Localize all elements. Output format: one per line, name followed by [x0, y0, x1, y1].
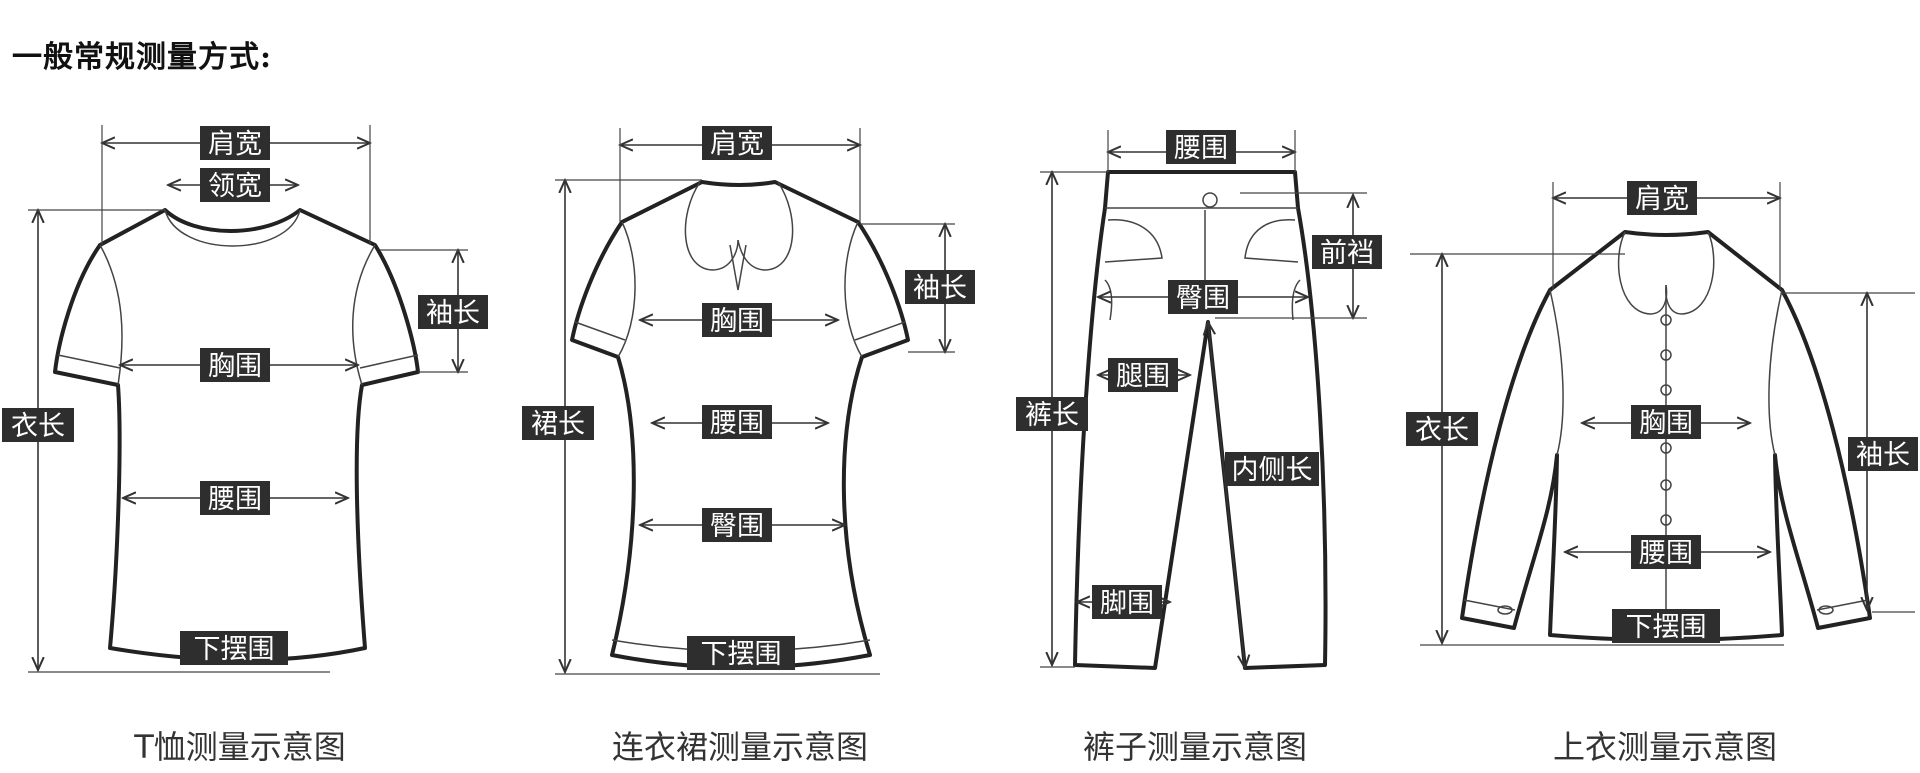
pants-caption: 裤子测量示意图 [1082, 728, 1307, 766]
svg-text:袖长: 袖长 [913, 273, 967, 304]
pants-label-inseam: 内侧长 [1225, 452, 1319, 486]
svg-text:下摆围: 下摆围 [1626, 612, 1707, 643]
shirt-label-sleeve: 袖长 [1848, 437, 1918, 471]
svg-text:肩宽: 肩宽 [710, 129, 764, 160]
svg-text:腰围: 腰围 [1639, 538, 1693, 569]
shirt-diagram: 肩宽 衣长 胸围 袖长 腰围 下摆围 [1406, 181, 1918, 646]
svg-text:袖长: 袖长 [1856, 440, 1910, 471]
shirt-collar-right [1665, 231, 1715, 315]
pants-button [1202, 192, 1218, 208]
tshirt-label-neck: 领宽 [200, 168, 270, 202]
svg-text:裙长: 裙长 [531, 409, 585, 440]
dress-label-sleeve: 袖长 [905, 270, 975, 304]
tshirt-label-shoulder: 肩宽 [200, 126, 270, 160]
dress-label-hem: 下摆围 [687, 636, 795, 670]
svg-text:腰围: 腰围 [710, 408, 764, 439]
tshirt-caption: T恤测量示意图 [134, 728, 346, 766]
tshirt-label-hem: 下摆围 [180, 631, 288, 665]
svg-text:前裆: 前裆 [1320, 238, 1374, 269]
tshirt-outline [53, 208, 420, 662]
svg-text:胸围: 胸围 [710, 306, 764, 337]
pants-label-rise: 前裆 [1312, 235, 1382, 269]
shirt-label-shoulder: 肩宽 [1627, 181, 1697, 215]
svg-text:肩宽: 肩宽 [208, 129, 262, 160]
dress-label-shoulder: 肩宽 [702, 126, 772, 160]
tshirt-diagram: 肩宽 领宽 袖长 衣长 胸围 腰围 下摆围 [2, 125, 488, 673]
svg-text:衣长: 衣长 [11, 411, 65, 442]
tshirt-label-chest: 胸围 [200, 348, 270, 382]
dress-label-chest: 胸围 [702, 303, 772, 337]
svg-text:衣长: 衣长 [1415, 415, 1469, 446]
shirt-label-waist: 腰围 [1631, 535, 1701, 569]
pants-label-length: 裤长 [1016, 397, 1088, 431]
pants-label-hip: 臀围 [1168, 280, 1238, 314]
svg-text:腿围: 腿围 [1116, 361, 1170, 392]
shirt-label-length: 衣长 [1406, 412, 1478, 446]
svg-text:臀围: 臀围 [710, 511, 764, 542]
shirt-label-hem: 下摆围 [1612, 609, 1720, 643]
shirt-label-chest: 胸围 [1631, 405, 1701, 439]
page-title: 一般常规测量方式: [12, 40, 273, 75]
dress-label-hip: 臀围 [702, 508, 772, 542]
svg-text:下摆围: 下摆围 [701, 639, 782, 670]
shirt-caption: 上衣测量示意图 [1552, 728, 1777, 766]
svg-text:腰围: 腰围 [1174, 133, 1228, 164]
tshirt-label-sleeve: 袖长 [418, 295, 488, 329]
dress-caption: 连衣裙测量示意图 [611, 728, 868, 766]
dress-diagram: 肩宽 袖长 裙长 胸围 腰围 臀围 下摆围 [522, 126, 975, 675]
tshirt-label-length: 衣长 [2, 408, 74, 442]
svg-text:臀围: 臀围 [1176, 283, 1230, 314]
svg-text:裤长: 裤长 [1025, 400, 1079, 431]
dress-collar-right [737, 181, 794, 271]
svg-text:下摆围: 下摆围 [194, 634, 275, 665]
dress-collar-left [684, 181, 739, 271]
pants-label-waist: 腰围 [1166, 130, 1236, 164]
dress-label-waist: 腰围 [702, 405, 772, 439]
svg-text:腰围: 腰围 [208, 484, 262, 515]
dress-label-length: 裙长 [522, 406, 594, 440]
svg-text:肩宽: 肩宽 [1635, 184, 1689, 215]
tshirt-label-waist: 腰围 [200, 481, 270, 515]
pants-label-leg-opening: 脚围 [1092, 585, 1162, 619]
svg-text:袖长: 袖长 [426, 298, 480, 329]
svg-text:内侧长: 内侧长 [1232, 455, 1313, 486]
pants-label-thigh: 腿围 [1108, 358, 1178, 392]
svg-text:领宽: 领宽 [208, 171, 262, 202]
svg-text:脚围: 脚围 [1100, 588, 1154, 619]
svg-text:胸围: 胸围 [1639, 408, 1693, 439]
pants-diagram: 腰围 前裆 臀围 裤长 腿围 内侧长 脚围 [1016, 130, 1382, 668]
svg-text:胸围: 胸围 [208, 351, 262, 382]
tshirt-collar [164, 209, 301, 247]
